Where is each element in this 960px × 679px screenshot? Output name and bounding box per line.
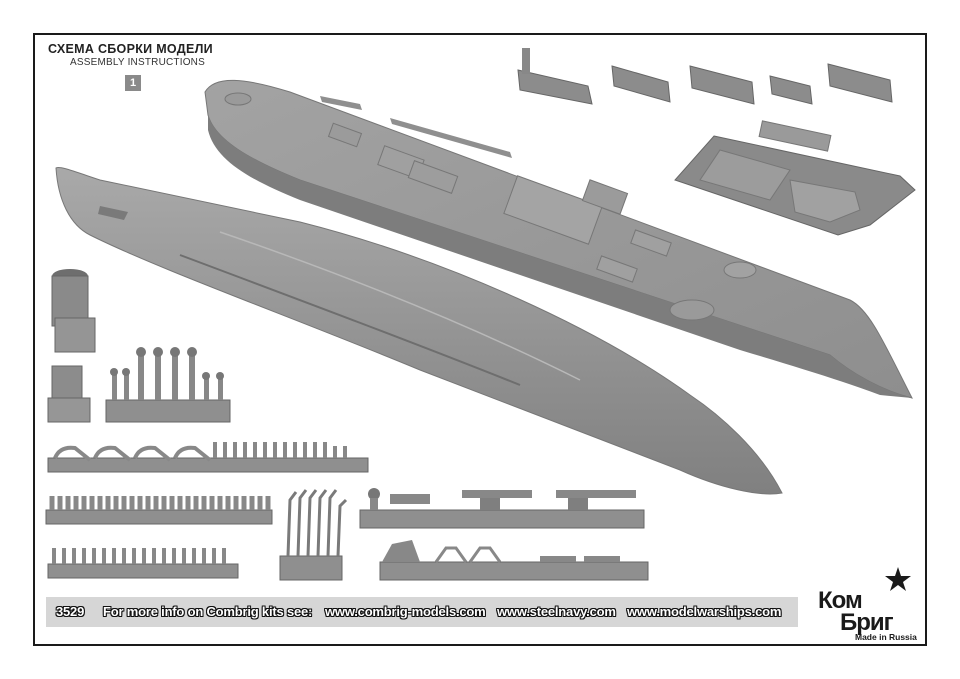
website-link-combrig[interactable]: www.combrig-models.com	[325, 604, 486, 619]
website-link-steelnavy[interactable]: www.steelnavy.com	[497, 604, 616, 619]
small-parts-sprue-1	[45, 496, 273, 525]
upper-hull-deck-part	[204, 79, 913, 399]
brand-star-icon	[885, 567, 911, 591]
footer-bar	[46, 597, 798, 627]
made-in-russia: Made in Russia	[855, 632, 917, 642]
website-link-modelwarships[interactable]: www.modelwarships.com	[627, 604, 782, 619]
brand-logo-line-2: Бриг	[840, 609, 894, 636]
deckhouse-part	[47, 365, 91, 423]
lower-hull-part	[55, 167, 783, 495]
davits-sprue	[47, 442, 369, 473]
small-parts-sprue-2	[47, 548, 239, 579]
title-russian: СХЕМА СБОРКИ МОДЕЛИ	[48, 42, 213, 56]
info-text: For more info on Combrig kits see:	[103, 604, 313, 619]
ventilators-sprue	[105, 347, 231, 423]
bridge-deck-plate	[674, 120, 916, 236]
rods-sprue	[279, 489, 348, 581]
funnel-part	[51, 269, 96, 353]
step-number-badge: 1	[125, 75, 141, 91]
boats-sprue	[517, 48, 893, 105]
title-english: ASSEMBLY INSTRUCTIONS	[70, 57, 205, 68]
brand-logo-line-1: Ком	[818, 587, 863, 614]
kit-code: 3529	[56, 604, 85, 619]
guns-sprue	[359, 488, 645, 529]
misc-sprue	[379, 540, 649, 581]
